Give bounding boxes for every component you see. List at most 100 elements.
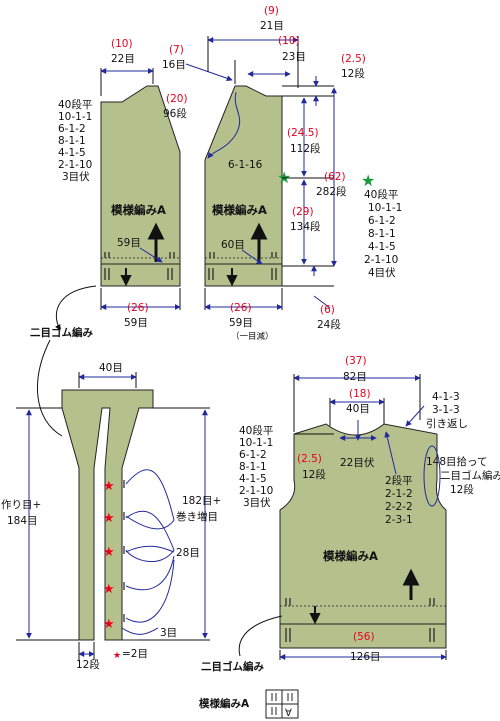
slope-rows: 12段 bbox=[341, 67, 365, 80]
band-count-3: 3目 bbox=[160, 627, 177, 639]
back-piece bbox=[279, 423, 447, 649]
left-front-piece bbox=[100, 85, 181, 287]
svg-text:∀: ∀ bbox=[285, 708, 292, 719]
back-shoulder-list: 4-1-3 3-1-3 引き返し bbox=[426, 391, 468, 430]
left-front-count: 59目 bbox=[117, 237, 141, 249]
right-front-count: 60目 bbox=[221, 239, 245, 251]
back-slope-rows: 12段 bbox=[302, 468, 326, 481]
svg-text:2-1-10: 2-1-10 bbox=[58, 159, 92, 171]
back-top-st: 82目 bbox=[343, 371, 367, 383]
svg-text:2-1-10: 2-1-10 bbox=[239, 485, 273, 497]
band-top-st: 40目 bbox=[99, 362, 123, 374]
right-front-bottom-cm: (26) bbox=[230, 302, 252, 314]
body-cm: (29) bbox=[292, 206, 314, 218]
legend-star-icon: ★ bbox=[113, 651, 121, 661]
svg-text:★: ★ bbox=[103, 479, 115, 494]
legend-chart: ∀ bbox=[265, 689, 299, 719]
svg-text:40段平: 40段平 bbox=[239, 424, 273, 437]
svg-text:6-1-2: 6-1-2 bbox=[239, 449, 267, 461]
legend-pattern-label: 模様編みA bbox=[199, 697, 250, 710]
svg-text:★: ★ bbox=[103, 582, 115, 597]
back-neck-cm: (18) bbox=[349, 388, 371, 400]
svg-text:6-1-2: 6-1-2 bbox=[58, 123, 86, 135]
body-rows: 134段 bbox=[290, 220, 321, 233]
svg-text:3目伏: 3目伏 bbox=[62, 170, 90, 183]
top-width-cm: (9) bbox=[264, 5, 279, 17]
shoulder-cm: (10) bbox=[278, 35, 300, 47]
back-bottom-st: 126目 bbox=[350, 651, 381, 663]
star-decrease-list: 40段平 10-1-1 6-1-2 8-1-1 4-1-5 2-1-10 4目伏 bbox=[364, 188, 402, 279]
svg-text:2-1-2: 2-1-2 bbox=[385, 488, 413, 500]
svg-text:10-1-1: 10-1-1 bbox=[239, 437, 273, 449]
svg-text:二目ゴム編み: 二目ゴム編み bbox=[440, 469, 500, 482]
svg-text:★: ★ bbox=[103, 545, 115, 560]
svg-text:2-3-1: 2-3-1 bbox=[385, 514, 413, 526]
svg-text:12段: 12段 bbox=[450, 483, 474, 496]
slope-cm: (2.5) bbox=[341, 53, 366, 65]
rib-rows: 24段 bbox=[317, 318, 341, 331]
left-front-bottom-st: 59目 bbox=[124, 317, 148, 329]
svg-text:10-1-1: 10-1-1 bbox=[58, 111, 92, 123]
svg-text:3-1-3: 3-1-3 bbox=[432, 404, 460, 416]
total-rows: 282段 bbox=[316, 185, 347, 198]
svg-text:8-1-1: 8-1-1 bbox=[368, 228, 396, 240]
right-front-neck-cm: (7) bbox=[169, 44, 184, 56]
back-pattern: 模様編みA bbox=[323, 549, 378, 563]
left-front-top-st: 22目 bbox=[111, 53, 135, 65]
front-band-piece bbox=[61, 389, 154, 641]
back-neck-decrease-list: 2段平 2-1-2 2-2-2 2-3-1 bbox=[385, 474, 413, 526]
total-cm: (62) bbox=[324, 171, 346, 183]
rib-label-top: 二目ゴム編み bbox=[30, 326, 93, 339]
band-legend: =2目 bbox=[122, 648, 148, 660]
svg-text:148目拾って: 148目拾って bbox=[426, 455, 488, 468]
band-count-28: 28目 bbox=[176, 547, 200, 559]
left-front-top-cm: (10) bbox=[111, 38, 133, 50]
left-front-shoulder-rows: 96段 bbox=[163, 107, 187, 120]
band-bottom-rows: 12段 bbox=[76, 658, 100, 671]
left-front-armhole-list: 40段平 10-1-1 6-1-2 8-1-1 4-1-5 2-1-10 3目伏 bbox=[58, 98, 92, 183]
svg-text:4-1-5: 4-1-5 bbox=[58, 147, 86, 159]
arm-cm: (24.5) bbox=[287, 127, 319, 139]
rib-label-bottom: 二目ゴム編み bbox=[201, 660, 264, 673]
right-front-pattern: 模様編みA bbox=[212, 203, 267, 217]
rib-cm: (6) bbox=[320, 304, 335, 316]
svg-text:4-1-3: 4-1-3 bbox=[432, 391, 460, 403]
right-front-piece bbox=[204, 85, 283, 287]
left-front-pattern: 模様編みA bbox=[111, 203, 166, 217]
right-front-bottom-st: 59目 bbox=[229, 317, 253, 329]
left-front-shoulder-cm: (20) bbox=[166, 93, 188, 105]
back-bottom-cm: (56) bbox=[353, 631, 375, 643]
red-star-markers: ★ ★ ★ ★ ★ bbox=[103, 479, 115, 632]
svg-text:8-1-1: 8-1-1 bbox=[239, 461, 267, 473]
band-cast-on-b: 184目 bbox=[7, 515, 38, 527]
band-loops bbox=[121, 469, 175, 635]
svg-text:2-1-10: 2-1-10 bbox=[364, 254, 398, 266]
back-neck-st: 40目 bbox=[346, 403, 370, 415]
svg-text:★: ★ bbox=[103, 511, 115, 526]
svg-text:引き返し: 引き返し bbox=[426, 417, 468, 430]
svg-text:2-2-2: 2-2-2 bbox=[385, 501, 413, 513]
pickup-oval bbox=[423, 445, 441, 507]
star-icon: ★ bbox=[361, 171, 375, 190]
rib-tick-marks bbox=[104, 252, 175, 280]
svg-text:4-1-5: 4-1-5 bbox=[368, 241, 396, 253]
band-side-a: 182目+ bbox=[182, 495, 221, 507]
svg-text:40段平: 40段平 bbox=[364, 188, 398, 201]
shoulder-st: 23目 bbox=[282, 51, 306, 63]
right-front-bottom-note: （一目減） bbox=[231, 331, 274, 342]
back-top-cm: (37) bbox=[345, 355, 367, 367]
svg-text:4目伏: 4目伏 bbox=[368, 266, 396, 279]
svg-text:10-1-1: 10-1-1 bbox=[368, 202, 402, 214]
left-front-bottom-cm: (26) bbox=[127, 302, 149, 314]
svg-text:3目伏: 3目伏 bbox=[243, 496, 271, 509]
right-front-neck-st: 16目 bbox=[162, 59, 186, 71]
back-pickup-note: 148目拾って 二目ゴム編み 12段 bbox=[426, 455, 500, 496]
svg-text:40段平: 40段平 bbox=[58, 98, 92, 111]
back-slope-cm: (2.5) bbox=[297, 453, 322, 465]
back-armhole-list: 40段平 10-1-1 6-1-2 8-1-1 4-1-5 2-1-10 3目伏 bbox=[239, 424, 273, 509]
band-cast-on-a: 作り目+ bbox=[1, 499, 41, 511]
band-side-b: 巻き増目 bbox=[176, 510, 218, 523]
svg-text:2段平: 2段平 bbox=[385, 474, 413, 487]
svg-text:4-1-5: 4-1-5 bbox=[239, 473, 267, 485]
